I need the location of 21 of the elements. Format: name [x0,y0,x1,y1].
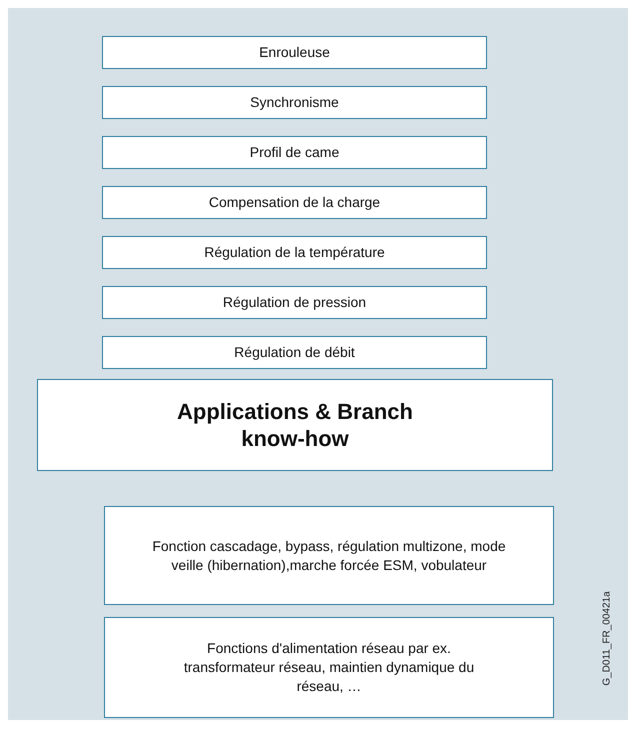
function-box [104,617,554,718]
drawing-number: G_D011_FR_00421a [602,591,613,686]
box-text: Fonction cascadage, bypass, régulation multizone, mode veille (hibernation),marche forcée ESM, vobulateur [151,536,507,574]
box-text: Profil de came [250,143,340,162]
function-box [102,136,487,169]
heading-text: Applications & Branch know-how [176,398,414,452]
function-box [102,336,487,369]
box-text: Enrouleuse [259,43,330,62]
box-text: Régulation de débit [234,343,355,362]
function-box [102,186,487,219]
function-box [102,36,487,69]
function-box [104,506,554,605]
box-text: Régulation de pression [222,293,366,312]
heading-box [37,379,553,471]
box-text: Régulation de la température [204,243,385,262]
box-text: Synchronisme [250,93,339,112]
box-text: Compensation de la charge [208,193,380,212]
function-box [102,286,487,319]
box-text: Fonctions d'alimentation réseau par ex. transformateur réseau, maintien dynamique du réseau, … [182,639,476,696]
function-box [102,86,487,119]
function-box [102,236,487,269]
